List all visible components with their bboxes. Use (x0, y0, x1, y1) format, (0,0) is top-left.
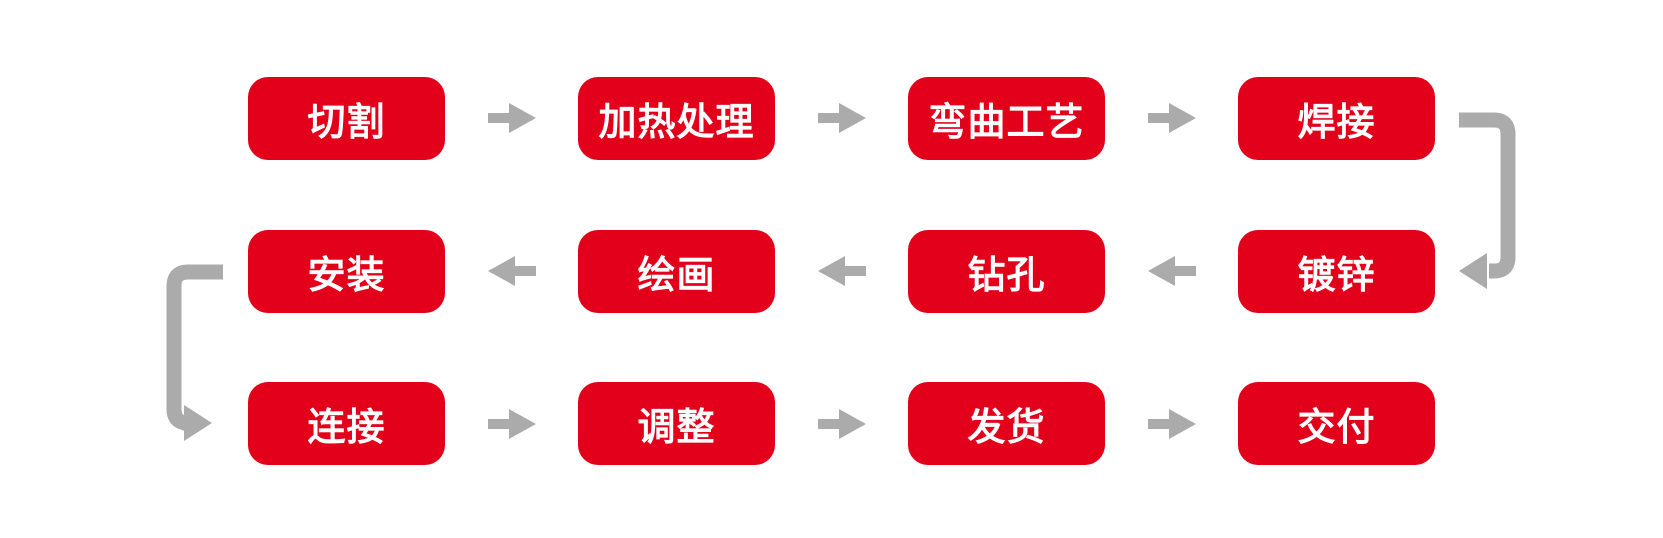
connector-right-down-arrow (1459, 112, 1516, 289)
arrow-right-icon (488, 409, 536, 439)
node-installation: 安装 (248, 230, 445, 313)
node-welding: 焊接 (1238, 77, 1435, 160)
node-adjustment: 调整 (578, 382, 775, 465)
node-shipping: 发货 (908, 382, 1105, 465)
node-connecting-label: 连接 (307, 407, 386, 449)
connector-left-down-arrow (166, 264, 223, 441)
node-heat-treatment-label: 加热处理 (598, 102, 755, 144)
arrow-right-icon (488, 103, 536, 133)
node-welding-label: 焊接 (1297, 102, 1376, 144)
arrow-right-icon (1148, 409, 1196, 439)
node-delivery: 交付 (1238, 382, 1435, 465)
node-bending-process-label: 弯曲工艺 (928, 102, 1085, 144)
node-galvanizing: 镀锌 (1238, 230, 1435, 313)
node-installation-label: 安装 (307, 255, 386, 297)
node-connecting: 连接 (248, 382, 445, 465)
node-cutting: 切割 (248, 77, 445, 160)
arrow-right-icon (818, 103, 866, 133)
arrow-left-icon (488, 256, 536, 286)
node-bending-process: 弯曲工艺 (908, 77, 1105, 160)
node-painting-label: 绘画 (637, 255, 716, 297)
node-galvanizing-label: 镀锌 (1297, 255, 1376, 297)
node-drilling: 钻孔 (908, 230, 1105, 313)
arrow-left-icon (818, 256, 866, 286)
arrow-right-icon (818, 409, 866, 439)
arrow-right-icon (1148, 103, 1196, 133)
node-drilling-label: 钻孔 (967, 255, 1046, 297)
node-delivery-label: 交付 (1297, 407, 1376, 449)
arrow-left-icon (1148, 256, 1196, 286)
node-shipping-label: 发货 (967, 407, 1046, 449)
node-painting: 绘画 (578, 230, 775, 313)
node-adjustment-label: 调整 (637, 407, 716, 449)
node-heat-treatment: 加热处理 (578, 77, 775, 160)
node-cutting-label: 切割 (307, 102, 386, 144)
